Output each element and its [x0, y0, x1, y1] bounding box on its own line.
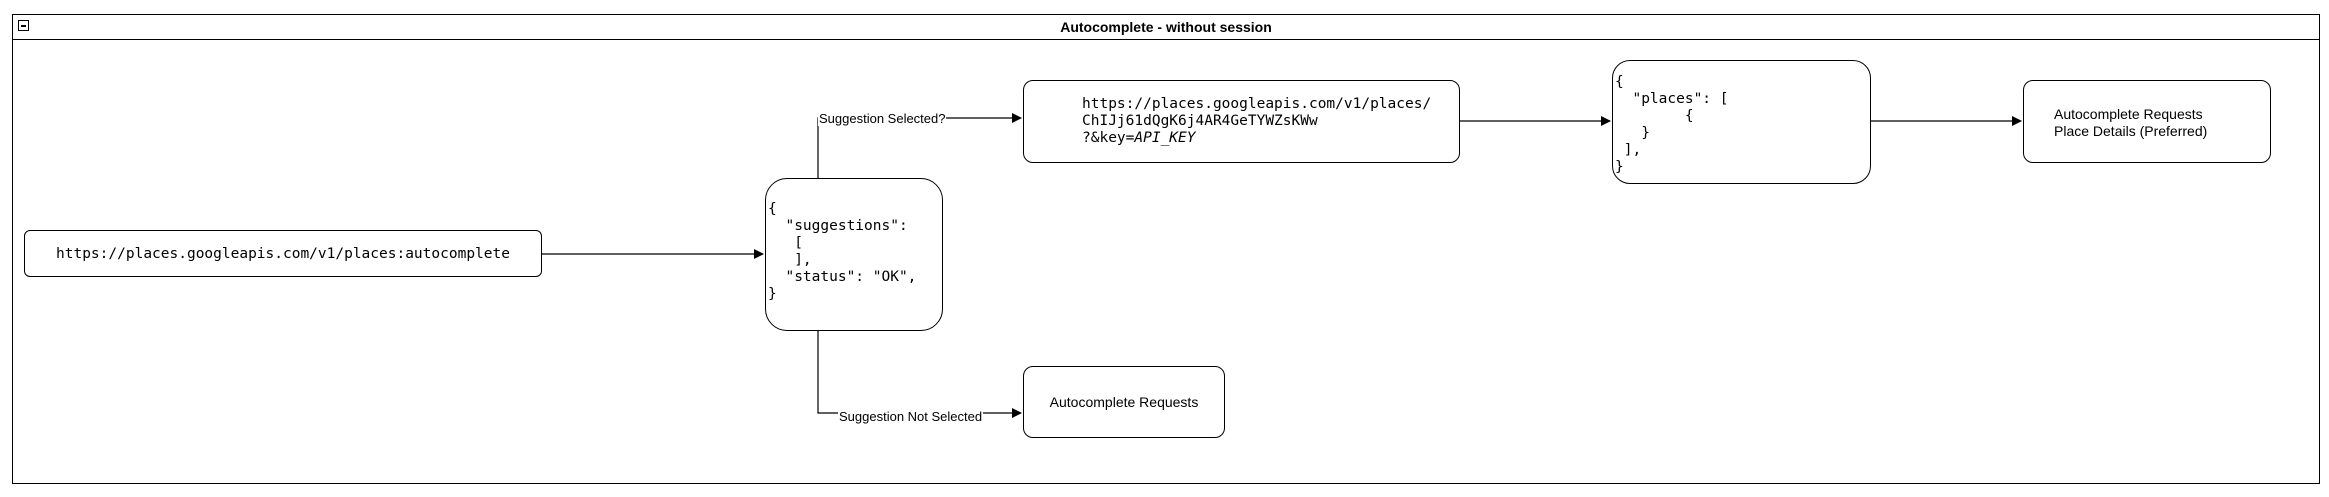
result-line: Autocomplete Requests — [2054, 106, 2203, 122]
swimlane-title: Autocomplete - without session — [1060, 19, 1272, 35]
autocomplete-request-url: https://places.googleapis.com/v1/places:… — [56, 245, 510, 262]
json-line: "places": [ — [1615, 91, 1729, 107]
swimlane-title-bar: Autocomplete - without session — [13, 15, 2319, 40]
json-line: ], — [1615, 142, 1642, 158]
json-line: } — [1615, 159, 1624, 175]
api-key-prefix: ?&key= — [1082, 130, 1135, 146]
json-line: { — [1615, 74, 1624, 90]
json-line: { — [1615, 108, 1694, 124]
suggestions-response-node[interactable]: { "suggestions": [ ], "status": "OK", } — [765, 178, 943, 331]
json-line: ], — [768, 252, 812, 268]
autocomplete-request-node[interactable]: https://places.googleapis.com/v1/places:… — [24, 230, 542, 277]
json-line: [ — [768, 235, 803, 251]
json-line: { — [768, 201, 777, 217]
json-line: } — [1615, 125, 1650, 141]
minus-box-icon[interactable] — [18, 20, 29, 31]
autocomplete-only-result-node[interactable]: Autocomplete Requests — [1023, 366, 1225, 438]
swimlane-container: Autocomplete - without session — [12, 14, 2320, 484]
place-id-line: ChIJj61dQgK6j4AR4GeTYWZsKWw — [1082, 113, 1318, 129]
json-line: "status": "OK", — [768, 269, 917, 285]
place-details-result-node[interactable]: Autocomplete Requests Place Details (Pre… — [2023, 80, 2271, 163]
json-line: } — [768, 286, 777, 302]
place-details-url-line: https://places.googleapis.com/v1/places/ — [1082, 96, 1432, 112]
json-line: "suggestions": — [768, 218, 908, 234]
places-response-node[interactable]: { "places": [ { } ], } — [1612, 60, 1871, 184]
api-key-line: ?&key=API_KEY — [1082, 130, 1459, 147]
edge-label-suggestion-selected: Suggestion Selected? — [818, 111, 947, 126]
result-line: Place Details (Preferred) — [2054, 123, 2208, 139]
api-key-placeholder: API_KEY — [1134, 130, 1196, 146]
place-details-request-node[interactable]: https://places.googleapis.com/v1/places/… — [1023, 80, 1460, 163]
result-label: Autocomplete Requests — [1049, 394, 1199, 410]
edge-label-suggestion-not-selected: Suggestion Not Selected — [838, 409, 984, 424]
